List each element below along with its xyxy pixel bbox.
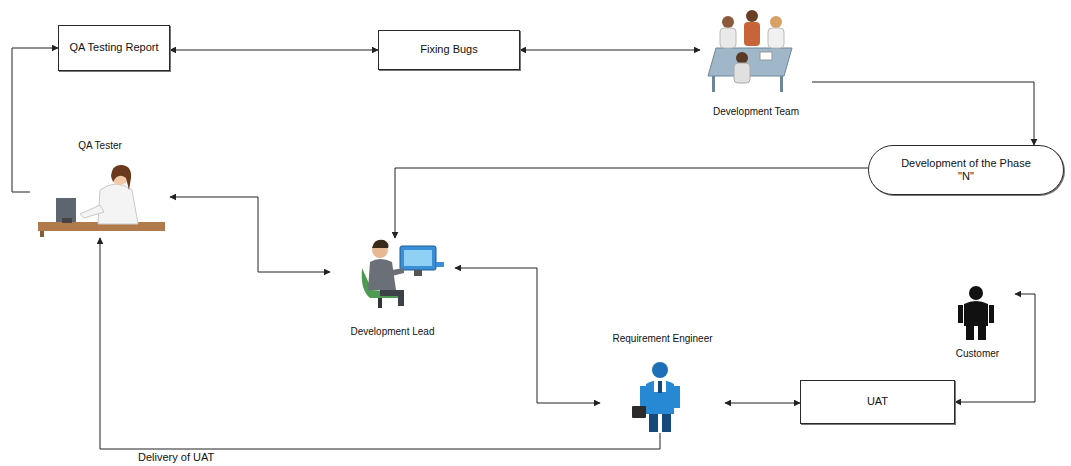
- illustration-part: [640, 386, 646, 408]
- illustration-part: [720, 28, 736, 48]
- process-box: Fixing Bugs: [378, 30, 520, 70]
- illustration-part: [658, 381, 662, 393]
- illustration-part: [966, 326, 974, 340]
- illustration-part: [40, 231, 44, 237]
- connector-arrow: [170, 50, 378, 51]
- node-label: Fixing Bugs: [420, 43, 477, 56]
- qa-tester-illustration: [38, 165, 165, 237]
- edge-label: Delivery of UAT: [136, 451, 216, 463]
- illustration-part: [746, 10, 758, 22]
- illustration-part: [404, 250, 432, 266]
- illustration-part: [98, 184, 138, 224]
- connector-arrow: [170, 197, 330, 272]
- connector-arrow: [955, 294, 1035, 402]
- illustration-part: [654, 380, 666, 392]
- illustration-part: [632, 406, 646, 418]
- illustration-part: [392, 268, 404, 276]
- illustration-part: [722, 16, 734, 28]
- illustration-part: [662, 414, 671, 432]
- actor-node: Requirement Engineer: [600, 333, 725, 433]
- illustration-part: [744, 22, 760, 46]
- illustration-part: [649, 414, 658, 432]
- connector-arrow: [725, 403, 800, 404]
- node-label: Development of the Phase "N": [901, 157, 1031, 183]
- actor-label: QA Tester: [78, 140, 122, 152]
- connector-arrow: [12, 48, 58, 192]
- illustration-part: [368, 259, 396, 290]
- illustration-part: [768, 28, 784, 48]
- team-illustration: [708, 10, 792, 92]
- connector-arrow: [455, 268, 600, 403]
- actor-node: Development Lead: [330, 238, 455, 338]
- connector-arrow: [100, 238, 660, 449]
- node-label: UAT: [867, 395, 888, 408]
- illustration-part: [978, 326, 986, 340]
- illustration-part: [436, 262, 444, 267]
- illustration-part: [674, 386, 680, 408]
- connector-arrow: [812, 82, 1034, 145]
- illustration-part: [380, 290, 404, 306]
- illustration-part: [56, 198, 76, 222]
- illustration-part: [760, 52, 772, 60]
- terminal-shape: Development of the Phase "N": [868, 145, 1064, 195]
- process-box: UAT: [800, 380, 955, 424]
- illustration-part: [736, 52, 748, 64]
- actor-node: Customer: [940, 282, 1015, 360]
- illustration-part: [80, 205, 104, 218]
- actor-label: Development Lead: [351, 326, 435, 338]
- report-box: QA Testing Report: [58, 25, 170, 71]
- illustration-part: [712, 76, 715, 92]
- connector-arrow: [395, 168, 868, 238]
- illustration-part: [780, 76, 783, 92]
- illustration-part: [111, 165, 131, 190]
- illustration-part: [734, 63, 750, 83]
- illustration-part: [372, 240, 389, 248]
- actor-label: Requirement Engineer: [612, 333, 712, 345]
- illustration-part: [652, 362, 668, 378]
- development-lead-illustration: [362, 240, 444, 308]
- illustration-part: [646, 380, 674, 414]
- actor-node: Development Team: [700, 2, 812, 118]
- connector-arrow: [520, 50, 700, 51]
- actor-node: QA Tester: [30, 140, 170, 238]
- illustration-part: [964, 301, 988, 326]
- illustration-part: [414, 270, 422, 276]
- illustration-part: [378, 298, 382, 308]
- requirement-engineer-illustration: [632, 362, 680, 432]
- illustration-part: [400, 246, 436, 270]
- illustration-part: [958, 305, 963, 323]
- actor-label: Development Team: [713, 106, 799, 118]
- actor-label: Customer: [956, 348, 999, 360]
- illustration-part: [969, 286, 983, 300]
- node-label: QA Testing Report: [69, 41, 158, 54]
- illustration-part: [770, 16, 782, 28]
- illustration-part: [989, 305, 994, 323]
- customer-illustration: [958, 286, 994, 340]
- illustration-part: [62, 218, 72, 223]
